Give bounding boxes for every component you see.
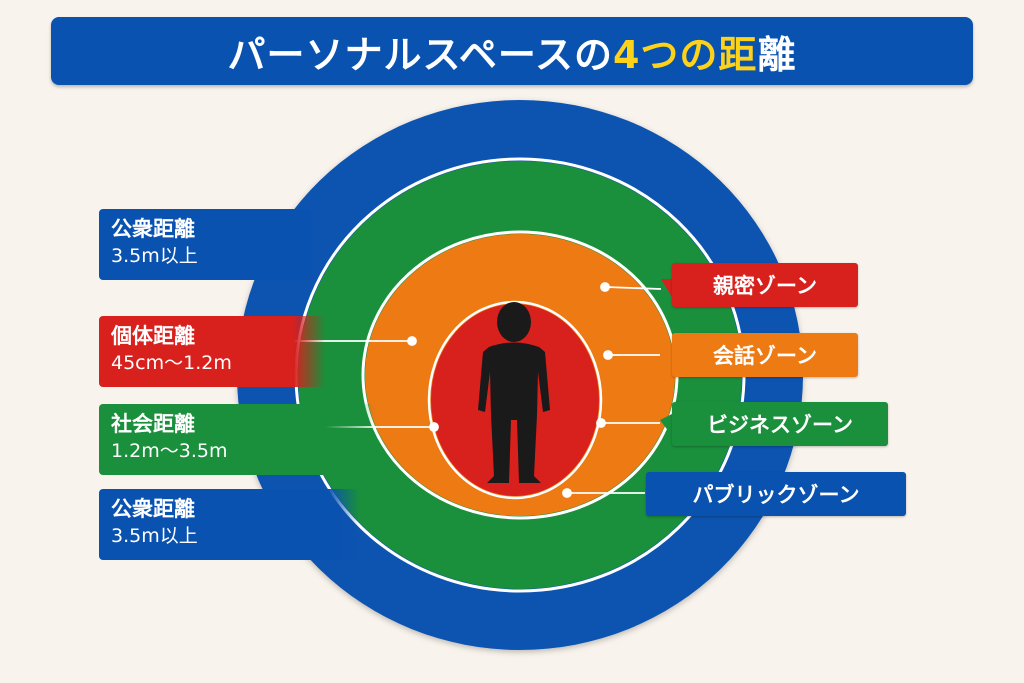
zone-distance-range: 3.5m以上 — [111, 525, 198, 547]
zone-distance-range: 3.5m以上 — [111, 245, 198, 267]
connector-dot — [603, 350, 613, 360]
zone-distance-name: 公衆距離 — [111, 217, 195, 241]
title-tail: 離 — [757, 32, 797, 77]
left-label-personal: 個体距離 45cm〜1.2m — [99, 316, 325, 387]
zone-distance-name: 社会距離 — [111, 412, 195, 436]
left-label-social: 社会距離 1.2m〜3.5m — [99, 404, 375, 475]
connector-dot — [596, 418, 606, 428]
connector-dot — [429, 422, 439, 432]
right-label-business: ビジネスゾーン — [672, 402, 888, 446]
right-label-intimate: 親密ゾーン — [672, 263, 858, 307]
right-label-conversation: 会話ゾーン — [672, 333, 858, 377]
page-title: パーソナルスペースの4つの距離 — [228, 24, 797, 79]
label-pointer — [660, 344, 672, 366]
zone-distance-range: 1.2m〜3.5m — [111, 440, 228, 462]
title-main: パーソナルスペースの — [227, 32, 613, 77]
person-silhouette-icon — [478, 302, 550, 483]
title-accent: 4つの距 — [612, 32, 758, 77]
zone-distance-name: 個体距離 — [111, 324, 195, 348]
connector-dot — [600, 282, 610, 292]
label-pointer — [660, 414, 672, 436]
right-label-public: パブリックゾーン — [646, 472, 906, 516]
zone-distance-range: 45cm〜1.2m — [111, 352, 232, 374]
left-label-public-top: 公衆距離 3.5m以上 — [99, 209, 311, 280]
label-pointer — [661, 279, 672, 297]
title-banner: パーソナルスペースの4つの距離 — [51, 17, 973, 85]
left-label-public-bottom: 公衆距離 3.5m以上 — [99, 489, 359, 560]
connector-dot — [407, 336, 417, 346]
zone-distance-name: 公衆距離 — [111, 497, 195, 521]
connector-dot — [562, 488, 572, 498]
personal-zone-divider — [427, 300, 603, 500]
